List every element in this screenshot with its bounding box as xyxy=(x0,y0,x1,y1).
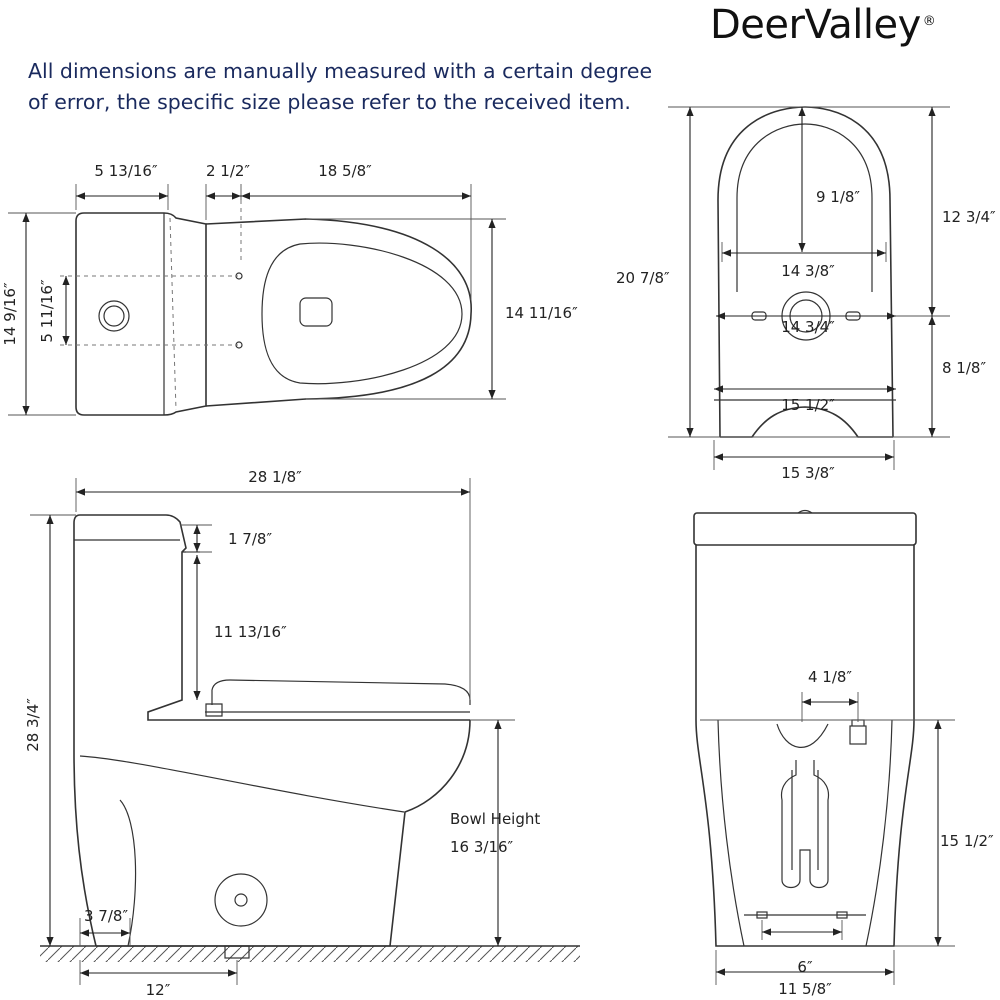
tank-lid-label: 1 7/8″ xyxy=(228,530,272,548)
tank-depth-label: 5 13/16″ xyxy=(94,162,158,180)
top-view: 5 13/16″ 2 1/2″ 18 5/8″ 14 9/16″ 5 11/16… xyxy=(1,162,578,416)
opening-depth-label: 9 1/8″ xyxy=(816,188,860,206)
tank-height-label: 11 13/16″ xyxy=(214,623,287,641)
front-view-outline xyxy=(693,509,917,947)
base-width-label: 15 3/8″ xyxy=(781,464,835,482)
trapway-width-label: 4 1/8″ xyxy=(808,668,852,686)
side-view: 28 1/8″ 1 7/8″ 11 13/16″ 28 3/4″ Bowl He… xyxy=(24,468,580,999)
rear-depth-label: 8 1/8″ xyxy=(942,359,986,377)
seat-view-dimensions xyxy=(668,106,950,470)
seat-view: 9 1/8″ 14 3/8″ 14 3/4″ 15 1/2″ 15 3/8″ 2… xyxy=(616,106,996,482)
bowl-height-label: 16 3/16″ xyxy=(450,838,514,856)
bolt-spacing-label: 6″ xyxy=(797,958,813,976)
hinge-width-label: 14 3/4″ xyxy=(781,318,835,336)
overall-width-label: 14 9/16″ xyxy=(1,282,19,346)
bowl-width-label: 14 11/16″ xyxy=(505,304,578,322)
hole-offset-label: 2 1/2″ xyxy=(206,162,250,180)
trapway-height-label: 15 1/2″ xyxy=(940,832,994,850)
bowl-length-label: 18 5/8″ xyxy=(318,162,372,180)
brand-logo: DeerValley® xyxy=(710,2,936,48)
overall-height-label: 28 3/4″ xyxy=(24,698,42,752)
top-view-outline xyxy=(60,200,472,416)
rough-in-offset-label: 3 7/8″ xyxy=(84,907,128,925)
opening-width-label: 14 3/8″ xyxy=(781,262,835,280)
overall-depth-label: 20 7/8″ xyxy=(616,269,670,287)
front-view-dimensions xyxy=(700,692,955,985)
hole-spacing-label: 5 11/16″ xyxy=(38,279,56,343)
brand-name: DeerValley xyxy=(710,2,921,48)
front-view: 4 1/8″ 15 1/2″ 6″ 11 5/8″ xyxy=(693,509,994,998)
measurement-note: All dimensions are manually measured wit… xyxy=(28,56,668,118)
note-line-2: of error, the specific size please refer… xyxy=(28,90,631,114)
front-depth-label: 12 3/4″ xyxy=(942,208,996,226)
rough-in-label: 12″ xyxy=(146,981,171,999)
front-base-width-label: 11 5/8″ xyxy=(778,980,832,998)
top-view-dimensions xyxy=(8,184,506,416)
overall-length-label: 28 1/8″ xyxy=(248,468,302,486)
side-view-outline xyxy=(73,514,471,959)
registered-mark: ® xyxy=(922,14,936,29)
note-line-1: All dimensions are manually measured wit… xyxy=(28,59,653,83)
side-view-dimensions xyxy=(30,478,515,985)
bowl-height-title: Bowl Height xyxy=(450,810,540,828)
floor-hatch xyxy=(40,946,580,962)
rear-width-label: 15 1/2″ xyxy=(781,396,835,414)
